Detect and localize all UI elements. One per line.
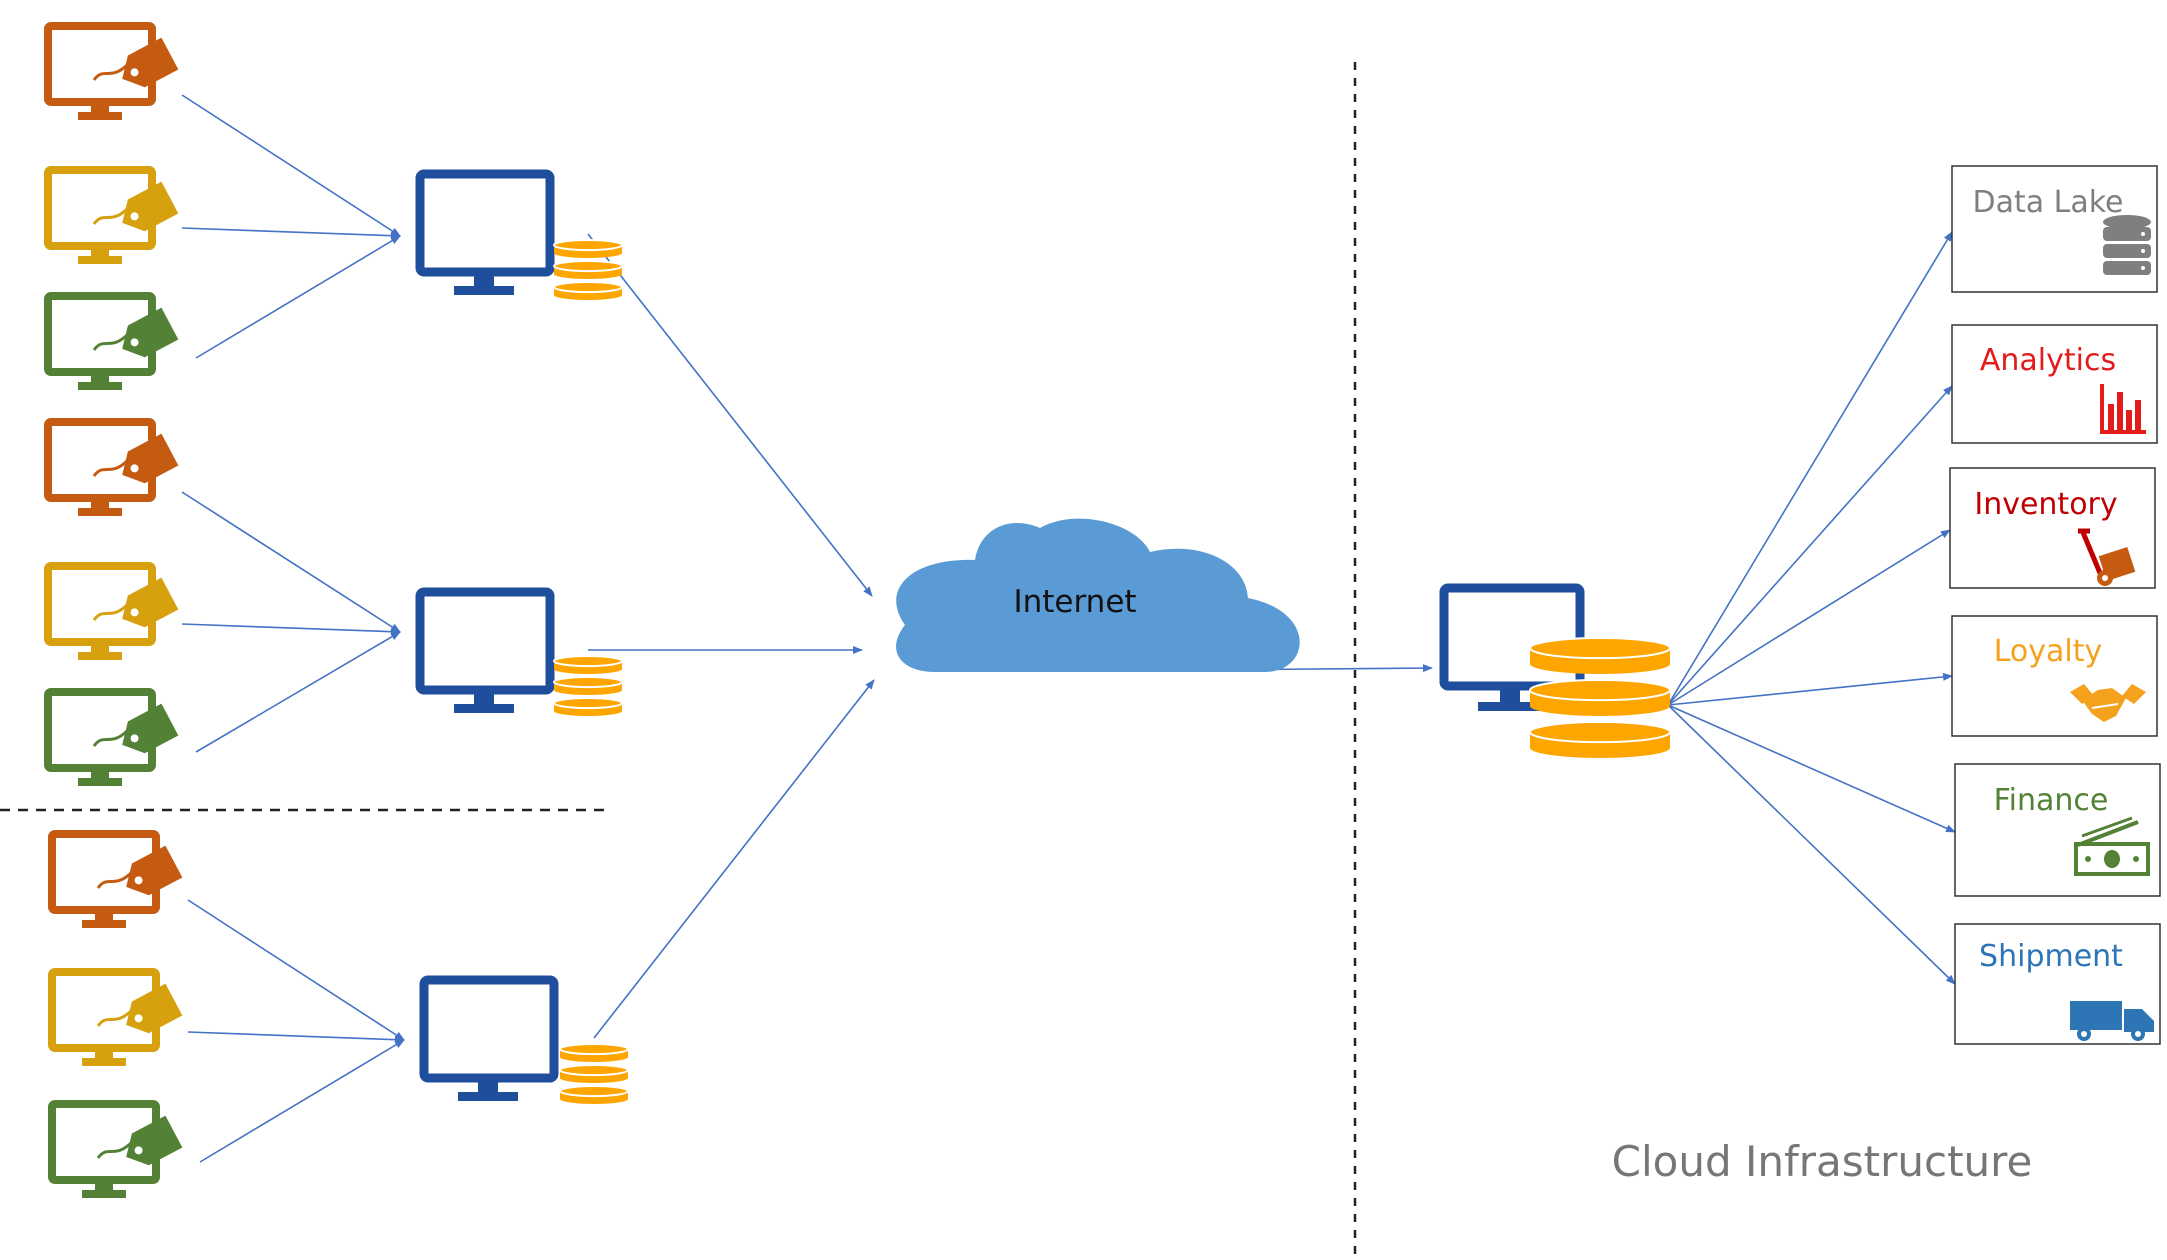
pos-to-server-arrow xyxy=(181,227,401,240)
price-tag-icon xyxy=(122,37,179,88)
money-icon xyxy=(2074,816,2150,876)
pos-terminal-icon xyxy=(48,830,183,928)
service-finance: Finance xyxy=(1954,763,2161,897)
bar-chart-icon xyxy=(2100,384,2146,434)
pos-terminal-icon xyxy=(44,562,179,660)
cloud-to-service-arrow xyxy=(1667,231,1953,706)
database-icon xyxy=(559,1043,629,1104)
service-label: Data Lake xyxy=(1972,185,2123,220)
pos-terminal-icon xyxy=(44,166,179,264)
cloud-to-service-arrow xyxy=(1667,672,1953,706)
store-server-icon xyxy=(415,169,555,295)
cloud-infrastructure-label: Cloud Infrastructure xyxy=(1612,1137,2033,1186)
service-data-lake: Data Lake xyxy=(1951,165,2158,293)
internet-cloud: Internet xyxy=(896,518,1300,672)
pos-to-server-arrow xyxy=(195,235,401,359)
hand-truck-icon xyxy=(2078,528,2136,586)
price-tag-icon xyxy=(122,181,179,232)
price-tag-icon xyxy=(126,1115,183,1166)
monitor-icon xyxy=(1439,583,1585,711)
pos-terminal-icon xyxy=(44,22,179,120)
store-server-icon xyxy=(415,587,555,713)
store-servers xyxy=(415,169,629,1104)
service-analytics: Analytics xyxy=(1951,324,2158,444)
database-stack xyxy=(1529,637,1671,758)
internet-label: Internet xyxy=(1013,584,1136,620)
pos-terminal-icon xyxy=(44,292,179,390)
price-tag-icon xyxy=(122,577,179,628)
service-shipment: Shipment xyxy=(1954,923,2161,1045)
service-label: Loyalty xyxy=(1994,634,2103,669)
database-icon xyxy=(553,239,623,300)
pos-to-server-arrow xyxy=(195,631,401,753)
pos-to-server-arrow xyxy=(181,623,401,636)
service-boxes: Data Lake Analytics xyxy=(1949,165,2161,1045)
pos-terminal-icon xyxy=(48,968,183,1066)
pos-to-server-arrow xyxy=(181,491,401,633)
service-label: Finance xyxy=(1994,783,2109,818)
price-tag-icon xyxy=(122,433,179,484)
price-tag-icon xyxy=(126,845,183,896)
cloud-to-service-arrow xyxy=(1667,529,1951,706)
cloud-shape xyxy=(896,518,1300,672)
database-icon xyxy=(553,655,623,716)
service-label: Inventory xyxy=(1974,487,2117,522)
pos-to-server-arrow xyxy=(187,899,405,1041)
store-to-internet-arrow xyxy=(587,233,873,597)
pos-terminals xyxy=(44,22,183,1198)
truck-icon xyxy=(2070,1001,2154,1041)
service-inventory: Inventory xyxy=(1949,467,2156,589)
cloud-to-service-arrow xyxy=(1667,704,1956,985)
price-tag-icon xyxy=(122,307,179,358)
pos-terminal-icon xyxy=(44,418,179,516)
database-icon xyxy=(1529,637,1671,758)
service-label: Analytics xyxy=(1980,343,2116,378)
database-icon xyxy=(2103,215,2151,275)
pos-to-server-arrow xyxy=(199,1039,405,1163)
pos-terminal-icon xyxy=(48,1100,183,1198)
store-to-internet-arrow xyxy=(593,679,875,1039)
cloud-to-service-arrow xyxy=(1667,385,1953,706)
service-label: Shipment xyxy=(1979,939,2123,974)
cloud-server xyxy=(1439,583,1671,758)
pos-terminal-icon xyxy=(44,688,179,786)
pos-to-server-arrow xyxy=(181,94,401,237)
service-loyalty: Loyalty xyxy=(1951,615,2158,737)
price-tag-icon xyxy=(126,983,183,1034)
store-server-icon xyxy=(419,975,559,1101)
pos-to-server-arrow xyxy=(187,1031,405,1044)
handshake-icon xyxy=(2070,684,2146,722)
price-tag-icon xyxy=(122,703,179,754)
cloud-to-service-arrow xyxy=(1667,704,1956,833)
